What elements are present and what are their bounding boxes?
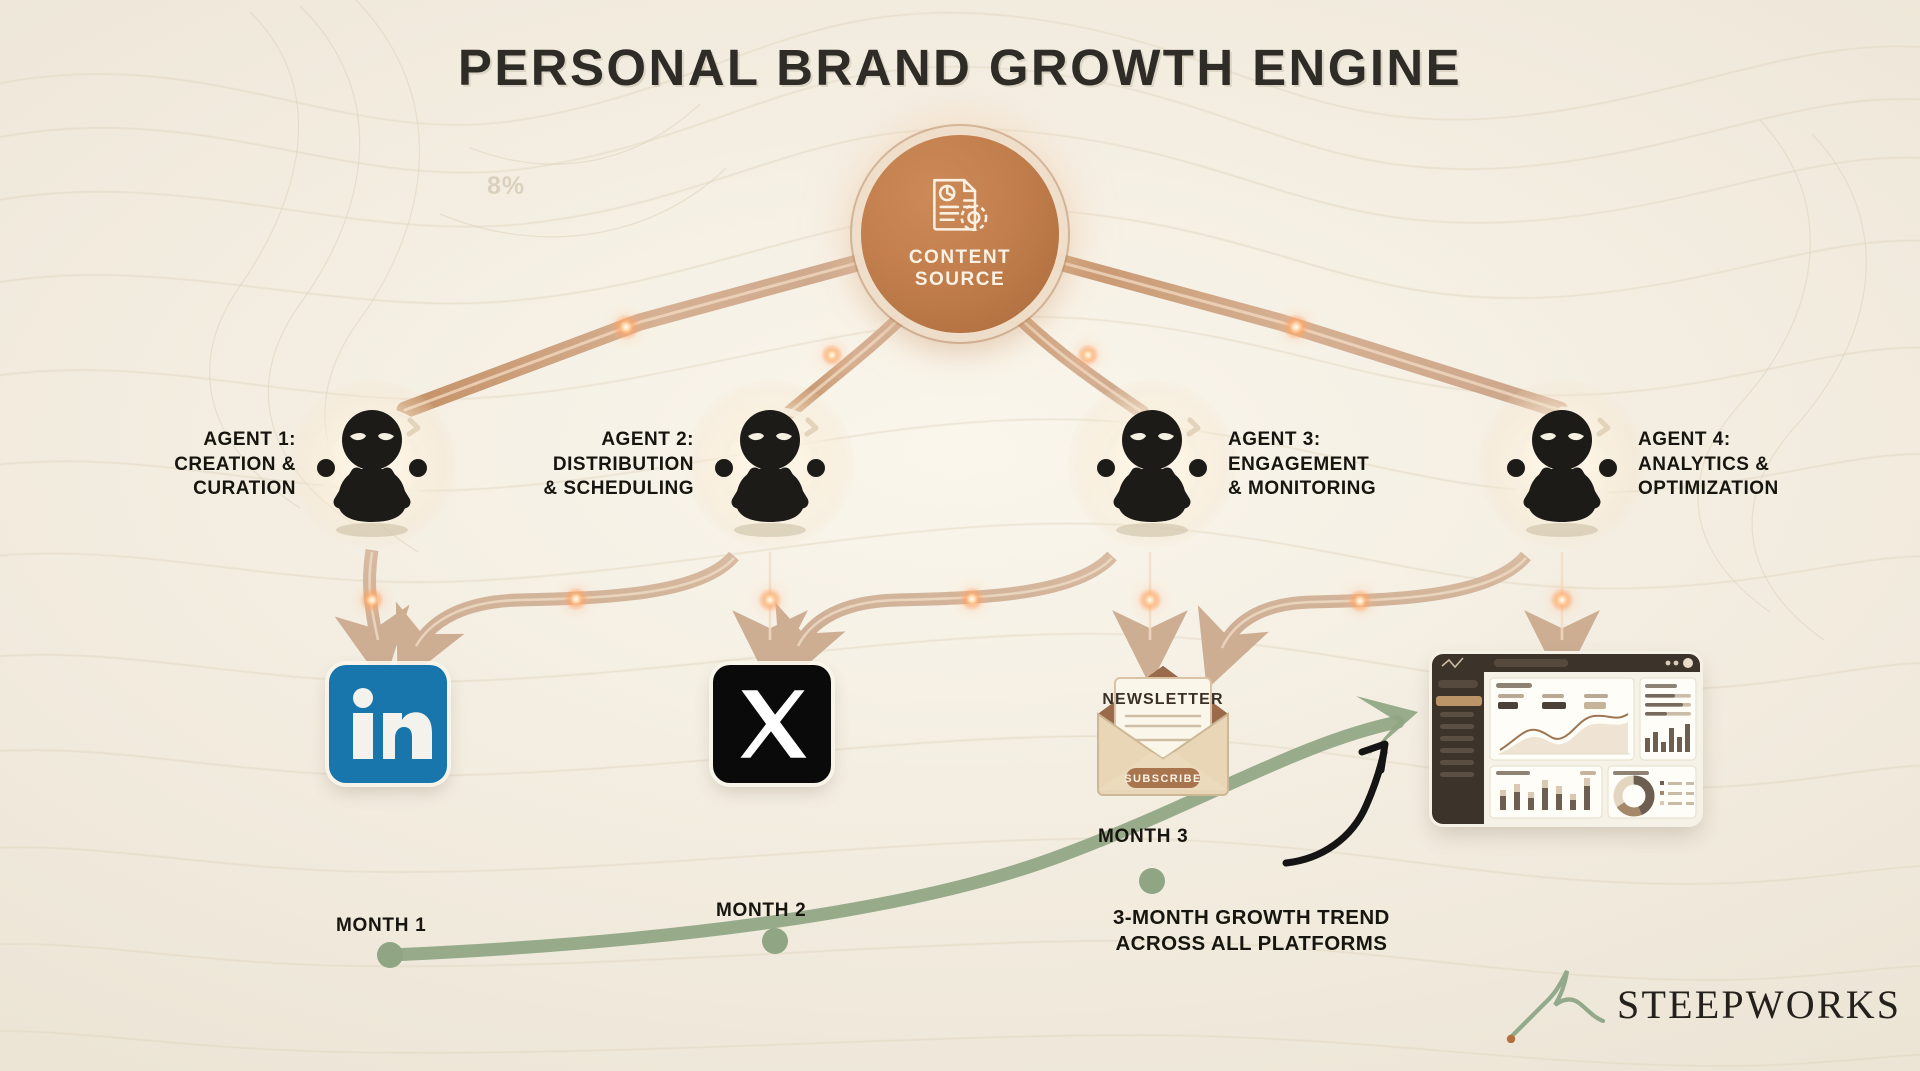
content-source-label: CONTENT SOURCE (908, 246, 1012, 290)
agent-1-node[interactable]: AGENT 1: CREATION & CURATION (174, 380, 456, 548)
robot-agent-icon (317, 406, 427, 537)
agent-2-label: AGENT 2: DISTRIBUTION & SCHEDULING (543, 429, 694, 500)
robot-agent-icon (1097, 406, 1207, 537)
agent-3-label: AGENT 3: ENGAGEMENT & MONITORING (1228, 429, 1377, 500)
agent-3-node[interactable]: AGENT 3: ENGAGEMENT & MONITORING (1068, 380, 1376, 548)
linkedin-tile[interactable] (329, 665, 447, 783)
robot-agent-icon (715, 406, 825, 537)
month-1-label: MONTH 1 (336, 915, 427, 936)
mountain-peak-icon (1506, 970, 1606, 1043)
curved-up-arrow-icon (1282, 740, 1389, 867)
page-title: PERSONAL BRAND GROWTH ENGINE (457, 39, 1463, 96)
growth-trend-points (377, 868, 1165, 968)
newsletter-envelope-icon: NEWSLETTER SUBSCRIBE (1097, 666, 1229, 796)
agent-4-label: AGENT 4: ANALYTICS & OPTIMIZATION (1638, 429, 1779, 500)
agent-2-node[interactable]: AGENT 2: DISTRIBUTION & SCHEDULING (543, 380, 854, 548)
watermark-text: 8% (487, 172, 526, 200)
month-2-label: MONTH 2 (716, 900, 807, 921)
brand-name: STEEPWORKS (1617, 981, 1902, 1027)
agent-4-node[interactable]: AGENT 4: ANALYTICS & OPTIMIZATION (1478, 380, 1778, 548)
content-source-node[interactable]: CONTENT SOURCE (861, 135, 1059, 333)
newsletter-tile[interactable]: NEWSLETTER SUBSCRIBE (1090, 658, 1236, 802)
analytics-dashboard-icon (1432, 654, 1700, 824)
robot-agent-icon (1507, 406, 1617, 537)
agent-1-label: AGENT 1: CREATION & CURATION (174, 429, 296, 500)
brand-logo: STEEPWORKS (1505, 965, 1901, 1043)
month-3-label: MONTH 3 (1098, 826, 1189, 847)
x-twitter-tile[interactable] (713, 665, 831, 783)
document-gear-icon (933, 178, 988, 232)
growth-trend-line (383, 715, 1405, 962)
linkedin-icon (353, 688, 432, 759)
svg-text:SUBSCRIBE: SUBSCRIBE (1124, 773, 1201, 785)
analytics-dashboard-tile[interactable] (1432, 654, 1700, 824)
svg-text:NEWSLETTER: NEWSLETTER (1102, 691, 1223, 708)
x-twitter-icon (740, 690, 807, 758)
trend-caption: 3-MONTH GROWTH TREND ACROSS ALL PLATFORM… (1113, 906, 1390, 955)
